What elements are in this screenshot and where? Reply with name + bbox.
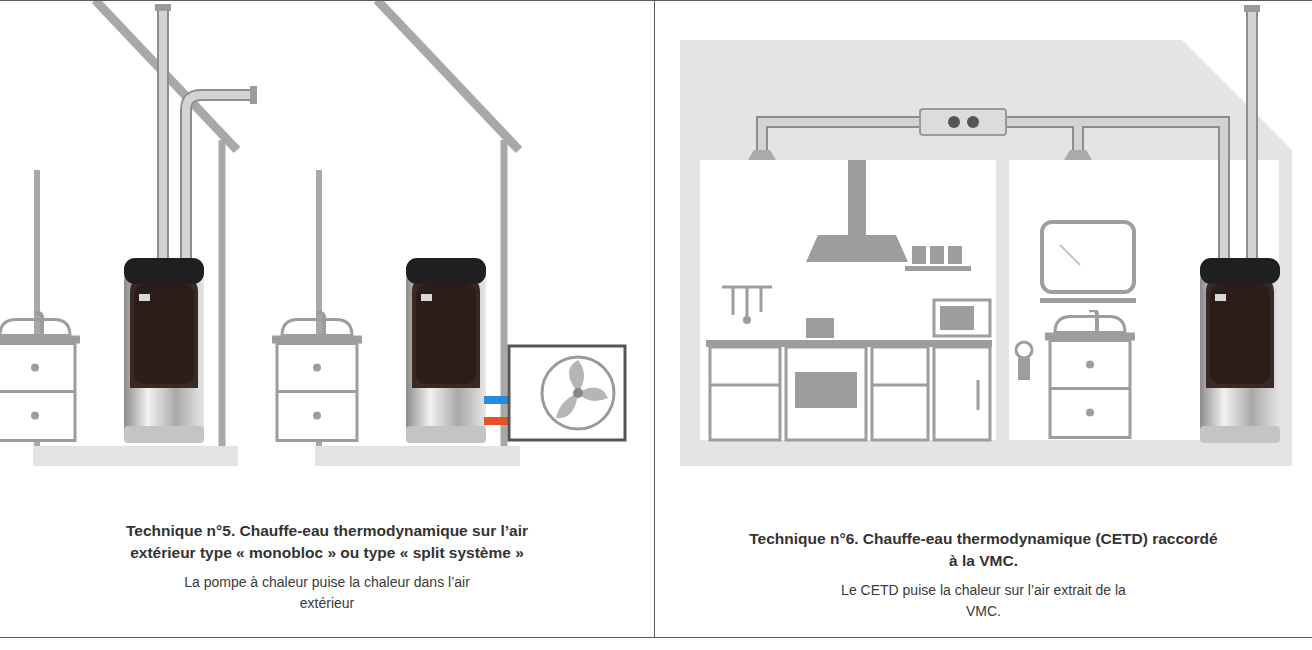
vmc-duct-part (762, 122, 1224, 262)
caption-text: La pompe à chaleur puise la chaleur dans… (182, 572, 472, 613)
caption-heading: Technique n°5. Chauffe-eau thermodynamiq… (92, 520, 562, 563)
kitchen (706, 160, 992, 440)
bathroom-part (1016, 342, 1032, 358)
monobloc-scene (0, 0, 257, 466)
split-scene-part (377, 0, 519, 150)
outdoor-unit-part (573, 388, 583, 398)
tank-pipes-part (250, 86, 257, 104)
vmc-scene-part (680, 440, 1292, 466)
vmc-duct-part (920, 109, 1006, 135)
kitchen-part (848, 160, 866, 235)
bathroom-part (1060, 245, 1080, 265)
kitchen-part (948, 246, 962, 264)
tank-pipes-part (157, 8, 169, 262)
tank-pipes-part (186, 95, 252, 262)
monobloc-scene-part (219, 140, 226, 446)
kitchen-part (977, 380, 980, 410)
vmc-duct-part (1246, 10, 1258, 262)
tank-pipes (155, 4, 257, 262)
vmc-duct-part (762, 122, 1224, 262)
vmc-scene-part (700, 160, 996, 440)
bathroom (1016, 222, 1136, 438)
bathroom-part (1042, 222, 1134, 292)
kitchen-part (806, 235, 908, 262)
split-scene-part (315, 446, 520, 466)
kitchen-part (710, 347, 780, 440)
kitchen-part (743, 316, 751, 324)
vmc-duct-part (948, 116, 960, 128)
kitchen-part (905, 266, 971, 271)
vmc-duct-part (748, 150, 776, 160)
kitchen-part (872, 347, 928, 440)
kitchen-part (710, 384, 780, 387)
kitchen-part (934, 300, 990, 336)
tank-pipes-part (186, 95, 252, 262)
vmc-duct-part (1064, 150, 1092, 160)
kitchen-part (786, 347, 866, 440)
kitchen-part (806, 318, 834, 338)
bathroom-part (1018, 358, 1030, 380)
vmc-duct-part (1244, 5, 1260, 12)
monobloc-scene-part (0, 313, 80, 441)
bathroom-part (1040, 298, 1136, 303)
monobloc-scene-part (33, 446, 238, 466)
kitchen-part (872, 384, 928, 387)
outdoor-unit-part (556, 360, 608, 418)
outdoor-unit-part (542, 357, 614, 429)
caption-block: Technique n°5. Chauffe-eau thermodynamiq… (0, 520, 654, 613)
vmc-scene-part (1200, 258, 1280, 443)
vmc-duct-part (1248, 10, 1256, 262)
caption-panel: Technique n°5. Chauffe-eau thermodynamiq… (0, 0, 655, 638)
bathroom-part (1045, 310, 1135, 438)
monobloc-scene-part (124, 258, 204, 443)
kitchen-part (930, 246, 944, 264)
caption-heading: Technique n°6. Chauffe-eau thermodynamiq… (749, 528, 1219, 571)
caption-block: Technique n°6. Chauffe-eau thermodynamiq… (655, 528, 1312, 621)
kitchen-part (795, 372, 857, 408)
tank-pipes-part (155, 4, 171, 11)
caption-panel: Technique n°6. Chauffe-eau thermodynamiq… (655, 0, 1312, 638)
vmc-scene-part (1180, 38, 1294, 152)
tank-pipes-part (159, 8, 167, 262)
split-scene (272, 0, 625, 466)
kitchen-part (733, 287, 761, 318)
split-scene-part (406, 258, 486, 443)
vmc-duct (748, 5, 1260, 262)
outdoor-unit (509, 346, 625, 440)
outdoor-unit-part (509, 346, 625, 440)
vmc-duct-part (967, 116, 979, 128)
kitchen-part (912, 246, 926, 264)
split-scene-part (272, 313, 362, 441)
kitchen-part (940, 306, 974, 330)
caption-text: Le CETD puise la chaleur sur l’air extra… (839, 580, 1129, 621)
vmc-scene (680, 5, 1294, 466)
kitchen-part (934, 347, 990, 440)
